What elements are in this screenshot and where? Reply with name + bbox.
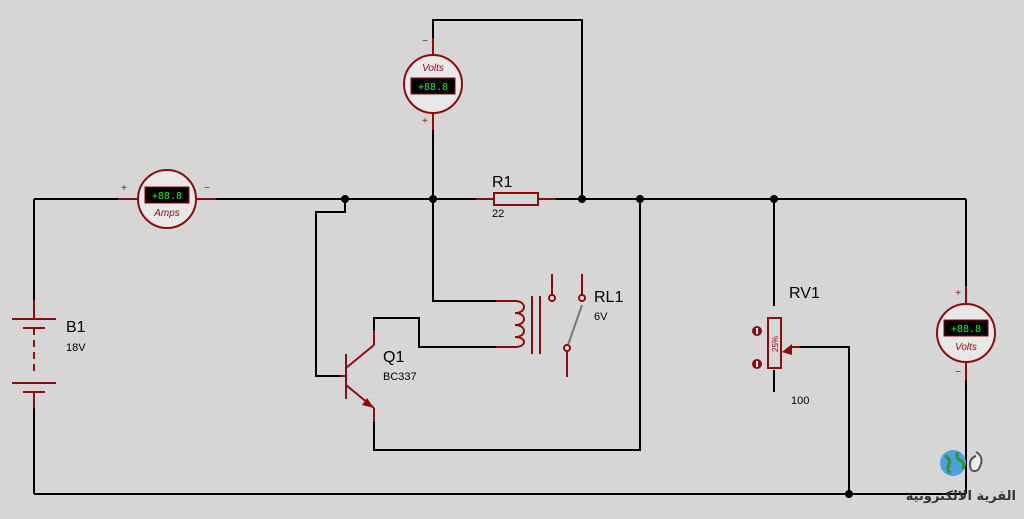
voltmeter-top-minus: − <box>422 36 428 47</box>
ammeter-minus: − <box>204 183 210 194</box>
voltmeter-top[interactable]: Volts +88.8 − + <box>403 36 463 130</box>
pot-control-down[interactable] <box>752 359 762 369</box>
transistor[interactable]: Q1 BC337 <box>340 330 417 422</box>
potentiometer-setting: 25% <box>771 336 780 352</box>
logo-swirl-icon <box>968 451 983 473</box>
relay-value: 6V <box>594 311 608 323</box>
resistor-value: 22 <box>492 208 504 220</box>
ammeter-display <box>144 186 190 204</box>
ammeter[interactable]: +88.8 Amps + − <box>118 169 216 229</box>
wires <box>33 19 967 495</box>
junctions <box>341 195 853 498</box>
transistor-ref: Q1 <box>383 349 404 366</box>
junction-dot <box>341 195 349 203</box>
battery-ref: B1 <box>66 319 86 336</box>
battery-value: 18V <box>66 342 86 354</box>
voltmeter-right-display <box>943 319 989 337</box>
potentiometer-value: 100 <box>791 395 809 407</box>
watermark-text: القرية الالكترونية <box>906 489 1016 504</box>
potentiometer-ref: RV1 <box>789 285 820 302</box>
voltmeter-right-minus: − <box>955 367 961 378</box>
ammeter-unit: Amps <box>153 208 180 219</box>
voltmeter-right-plus: + <box>955 288 961 299</box>
voltmeter-right-reading: +88.8 <box>951 324 981 335</box>
voltmeter-top-reading: +88.8 <box>418 82 448 93</box>
voltmeter-right-unit: Volts <box>955 342 977 353</box>
resistor-ref: R1 <box>492 174 513 191</box>
potentiometer[interactable]: 25% RV1 100 <box>752 285 820 407</box>
watermark-logo: القرية الالكترونية <box>906 450 1016 504</box>
junction-dot <box>845 490 853 498</box>
relay[interactable]: RL1 6V <box>496 274 623 377</box>
resistor[interactable]: R1 22 <box>476 174 556 220</box>
junction-dot <box>770 195 778 203</box>
pot-control-up[interactable] <box>752 326 762 336</box>
junction-dot <box>636 195 644 203</box>
junction-dot <box>578 195 586 203</box>
junction-dot <box>429 195 437 203</box>
voltmeter-top-plus: + <box>422 116 428 127</box>
voltmeter-top-unit: Volts <box>422 63 444 74</box>
ammeter-plus: + <box>121 183 127 194</box>
voltmeter-right[interactable]: +88.8 Volts + − <box>936 286 996 380</box>
voltmeter-top-display <box>410 77 456 95</box>
ammeter-reading: +88.8 <box>152 191 182 202</box>
relay-ref: RL1 <box>594 289 623 306</box>
transistor-value: BC337 <box>383 371 417 383</box>
battery[interactable]: B1 18V <box>12 300 86 408</box>
